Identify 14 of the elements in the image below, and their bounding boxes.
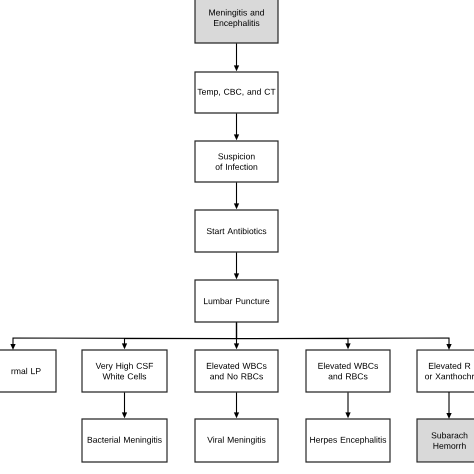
process-box: Bacterial Meningitis bbox=[81, 418, 168, 463]
process-box: rmal LP bbox=[0, 349, 57, 393]
process-box: Viral Meningitis bbox=[194, 418, 279, 463]
process-box: Elevated R or Xanthochr bbox=[416, 349, 474, 393]
process-box: Lumbar Puncture bbox=[194, 279, 279, 323]
process-box: Very High CSF White Cells bbox=[81, 349, 168, 393]
process-box: Start Antibiotics bbox=[194, 209, 279, 253]
process-box: Herpes Encephalitis bbox=[305, 418, 391, 463]
process-box: Temp, CBC, and CT bbox=[194, 71, 279, 114]
process-box: Elevated WBCs and RBCs bbox=[305, 349, 391, 393]
process-box: Subarach Hemorrh bbox=[416, 418, 474, 463]
process-box: Meningitis and Encephalitis bbox=[194, 0, 279, 44]
process-box: Elevated WBCs and No RBCs bbox=[194, 349, 279, 393]
process-box: Suspicion of Infection bbox=[194, 140, 279, 183]
